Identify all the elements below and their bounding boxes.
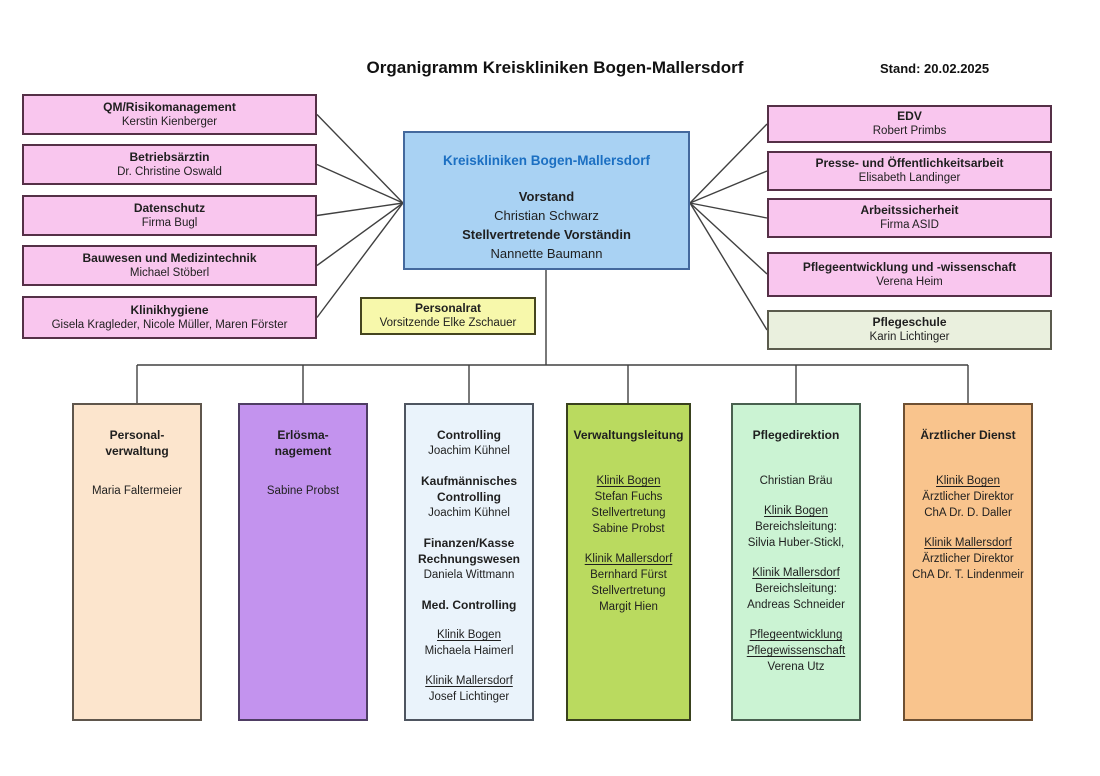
section-title: Finanzen/Kasse <box>423 536 515 550</box>
box-name: Michael Stöberl <box>129 266 210 279</box>
dept-role: Stellvertretung <box>591 585 666 597</box>
box-vorstand: Kreiskliniken Bogen-Mallersdorf Vorstand… <box>403 131 690 270</box>
dept-name: Stefan Fuchs <box>594 491 663 503</box>
box-title: Datenschutz <box>133 200 206 215</box>
role-stellvertretung: Stellvertretende Vorständin <box>462 227 631 242</box>
box-aerztlicher-dienst: Ärztlicher Dienst Klinik Bogen Ärztliche… <box>903 403 1033 721</box>
box-presse-oeffentlichkeitsarbeit: Presse- und Öffentlichkeitsarbeit Elisab… <box>767 151 1052 191</box>
box-pflegeschule: Pflegeschule Karin Lichtinger <box>767 310 1052 350</box>
section-label: Pflegeentwicklung <box>749 629 843 641</box>
box-erloesmanagement: Erlösma- nagement Sabine Probst <box>238 403 368 721</box>
dept-role: Ärztlicher Direktor <box>922 491 1014 503</box>
box-arbeitssicherheit: Arbeitssicherheit Firma ASID <box>767 198 1052 238</box>
dept-name: Verena Utz <box>767 661 825 673</box>
dept-name: Joachim Kühnel <box>428 507 510 519</box>
section-label: Pflegewissenschaft <box>746 645 846 657</box>
dept-title: Pflegedirektion <box>752 428 840 442</box>
dept-title: Controlling <box>437 428 501 442</box>
box-name: Robert Primbs <box>872 125 947 137</box>
dept-title: Ärztlicher Dienst <box>920 428 1016 442</box>
box-verwaltungsleitung: Verwaltungsleitung Klinik Bogen Stefan F… <box>566 403 691 721</box>
dept-name: ChA Dr. T. Lindenmeir <box>912 569 1024 581</box>
box-name: Elisabeth Landinger <box>858 172 961 184</box>
dept-name: Sabine Probst <box>266 485 340 497</box>
dept-name: Andreas Schneider <box>747 599 845 611</box>
box-edv: EDV Robert Primbs <box>767 105 1052 143</box>
dept-name: Bernhard Fürst <box>590 569 667 581</box>
box-name: Verena Heim <box>876 275 943 288</box>
box-name: Kerstin Kienberger <box>121 115 218 128</box>
dept-role: Bereichsleitung: <box>755 521 837 533</box>
dept-role: Bereichsleitung: <box>755 583 837 595</box>
dept-name: Silvia Huber-Stickl, <box>747 537 845 549</box>
box-title: EDV <box>897 109 922 123</box>
dept-role: Ärztlicher Direktor <box>922 553 1014 565</box>
box-title: Bauwesen und Medizintechnik <box>82 250 257 265</box>
box-title: QM/Risikomanagement <box>103 99 236 114</box>
dept-title: Personal- <box>109 428 165 442</box>
clinic-label: Klinik Mallersdorf <box>752 567 840 579</box>
dept-name: Margit Hien <box>599 601 658 613</box>
box-title: Klinikhygiene <box>130 302 209 317</box>
clinic-label: Klinik Mallersdorf <box>924 537 1012 549</box>
section-title: Kaufmännisches <box>420 474 518 488</box>
dept-name: Sabine Probst <box>592 523 665 535</box>
section-title: Controlling <box>437 490 501 504</box>
dept-name: Daniela Wittmann <box>423 569 515 581</box>
dept-name: Josef Lichtinger <box>428 691 510 703</box>
box-name: Dr. Christine Oswald <box>117 165 222 178</box>
clinic-label: Klinik Mallersdorf <box>584 553 673 565</box>
box-title: Pflegeschule <box>872 315 947 329</box>
dept-name: Joachim Kühnel <box>428 445 510 457</box>
dept-name: Christian Bräu <box>759 475 833 487</box>
box-pflegeentwicklung-wissenschaft: Pflegeentwicklung und -wissenschaft Vere… <box>767 252 1052 297</box>
dept-name: Maria Faltermeier <box>91 485 183 497</box>
dept-role: Stellvertretung <box>591 507 666 519</box>
box-title: Pflegeentwicklung und -wissenschaft <box>802 259 1017 274</box>
box-klinikhygiene: Klinikhygiene Gisela Kragleder, Nicole M… <box>22 296 317 339</box>
box-name: Gisela Kragleder, Nicole Müller, Maren F… <box>51 318 288 331</box>
box-name: Firma ASID <box>880 219 939 231</box>
section-title: Rechnungswesen <box>417 552 521 566</box>
clinic-label: Klinik Mallersdorf <box>425 675 513 687</box>
role-vorstand: Vorstand <box>518 189 575 204</box>
dept-name: ChA Dr. D. Daller <box>924 507 1012 519</box>
clinic-label: Klinik Bogen <box>936 475 1000 487</box>
box-pflegedirektion: Pflegedirektion Christian Bräu Klinik Bo… <box>731 403 861 721</box>
name-vorstand: Christian Schwarz <box>494 208 599 223</box>
box-bauwesen-medizintechnik: Bauwesen und Medizintechnik Michael Stöb… <box>22 245 317 286</box>
clinic-label: Klinik Bogen <box>437 629 501 641</box>
dept-name: Michaela Haimerl <box>424 645 514 657</box>
box-controlling: Controlling Joachim Kühnel Kaufmännische… <box>404 403 534 721</box>
dept-title: Verwaltungsleitung <box>573 428 684 442</box>
clinic-label: Klinik Bogen <box>764 505 828 517</box>
box-datenschutz: Datenschutz Firma Bugl <box>22 195 317 236</box>
box-title: Personalrat <box>414 301 482 315</box>
dept-title: verwaltung <box>105 444 169 458</box>
box-title: Presse- und Öffentlichkeitsarbeit <box>815 156 1004 170</box>
dept-title: nagement <box>274 444 332 458</box>
box-name: Karin Lichtinger <box>869 331 950 343</box>
box-title: Arbeitssicherheit <box>860 203 959 217</box>
box-name: Vorsitzende Elke Zschauer <box>379 317 517 329</box>
dept-title: Erlösma- <box>277 428 329 442</box>
box-personalverwaltung: Personal- verwaltung Maria Faltermeier <box>72 403 202 721</box>
box-qm-risikomanagement: QM/Risikomanagement Kerstin Kienberger <box>22 94 317 135</box>
org-name: Kreiskliniken Bogen-Mallersdorf <box>442 153 651 168</box>
box-betriebsaerztin: Betriebsärztin Dr. Christine Oswald <box>22 144 317 185</box>
page-title: Organigramm Kreiskliniken Bogen-Mallersd… <box>366 58 744 77</box>
section-title: Med. Controlling <box>421 598 517 612</box>
clinic-label: Klinik Bogen <box>596 475 661 487</box>
name-stellvertretung: Nannette Baumann <box>490 246 603 261</box>
box-title: Betriebsärztin <box>129 149 210 164</box>
date-stamp: Stand: 20.02.2025 <box>880 61 990 76</box>
box-personalrat: Personalrat Vorsitzende Elke Zschauer <box>360 297 536 335</box>
box-name: Firma Bugl <box>141 216 198 229</box>
